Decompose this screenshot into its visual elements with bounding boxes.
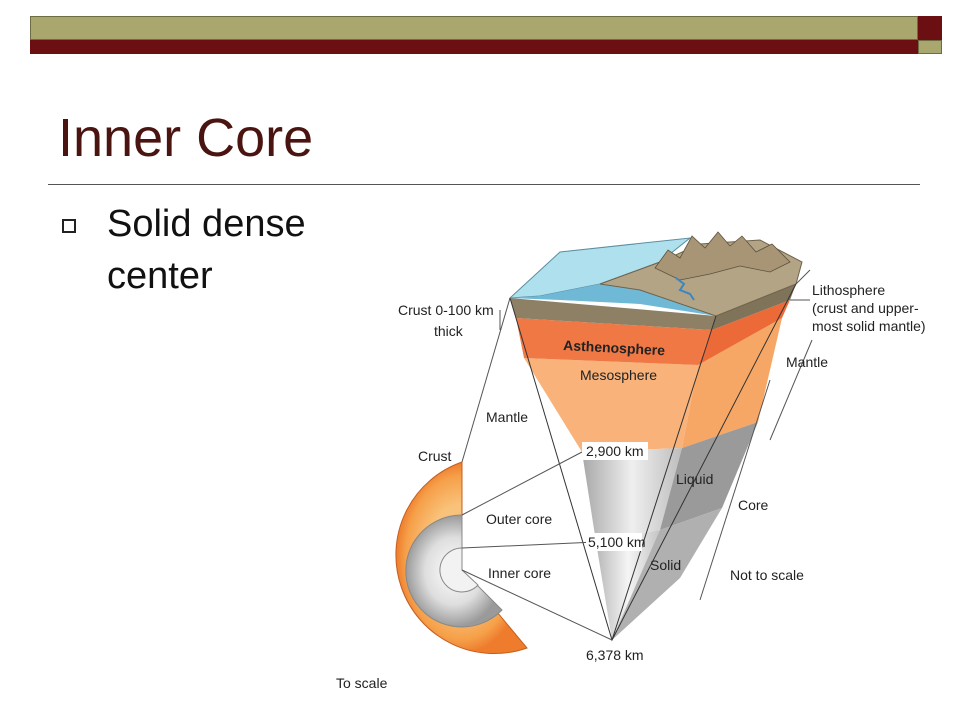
header-bar-maroon [30, 40, 918, 54]
lithosphere-label-3: most solid mantle) [812, 318, 926, 334]
depth-2900-box [582, 442, 648, 460]
mantle-left-label: Mantle [486, 409, 528, 425]
mesosphere-side-face [682, 318, 782, 448]
bullet-text: Solid dense center [107, 203, 306, 297]
crust-label: Crust [418, 448, 452, 464]
outer-core-side-face [660, 422, 758, 530]
mesosphere-label: Mesosphere [580, 367, 657, 383]
mantle-right-label: Mantle [786, 354, 828, 370]
leader-lines [461, 269, 813, 641]
crust-side-strip [712, 284, 796, 330]
outer-core-front-face [582, 448, 682, 542]
crust-thickness-label-1: Crust 0-100 km [398, 302, 494, 318]
solid-label: Solid [650, 557, 681, 573]
square-bullet-icon [62, 219, 76, 233]
mesosphere-front-face [524, 358, 698, 452]
title-divider [48, 184, 920, 185]
wedge-edge [611, 315, 717, 641]
depth-2900-label: 2,900 km [586, 443, 644, 459]
inner-core-label: Inner core [488, 565, 551, 581]
depth-6378-label: 6,378 km [586, 647, 644, 663]
asthenosphere-side-face [698, 300, 790, 365]
not-to-scale-label: Not to scale [730, 567, 804, 583]
asthenosphere-label: Asthenosphere [563, 337, 666, 358]
river [675, 277, 695, 301]
depth-5100-box [586, 533, 642, 551]
header-corner-maroon [918, 16, 942, 40]
inner-core-front-face [596, 530, 660, 640]
depth-5100-label: 5,100 km [588, 534, 646, 550]
ocean-shelf-band [510, 282, 716, 316]
mountain-range [654, 231, 791, 281]
asthenosphere-front-face [516, 318, 712, 365]
outer-core-label: Outer core [486, 511, 552, 527]
core-label: Core [738, 497, 769, 513]
inner-core-side-face [612, 508, 722, 640]
earth-layers-diagram: Crust 0-100 km thick Lithosphere (crust … [336, 231, 926, 691]
header-corner-olive [918, 40, 942, 54]
lithosphere-label-2: (crust and upper- [812, 300, 919, 316]
liquid-label: Liquid [676, 471, 713, 487]
header-bar-olive [30, 16, 918, 40]
crust-front-strip [510, 298, 716, 330]
scale-globe-inner-core [439, 547, 479, 593]
slide-title: Inner Core [58, 108, 314, 168]
lithosphere-label-1: Lithosphere [812, 282, 885, 298]
crust-thickness-label-2: thick [434, 323, 464, 339]
to-scale-label: To scale [336, 675, 388, 691]
